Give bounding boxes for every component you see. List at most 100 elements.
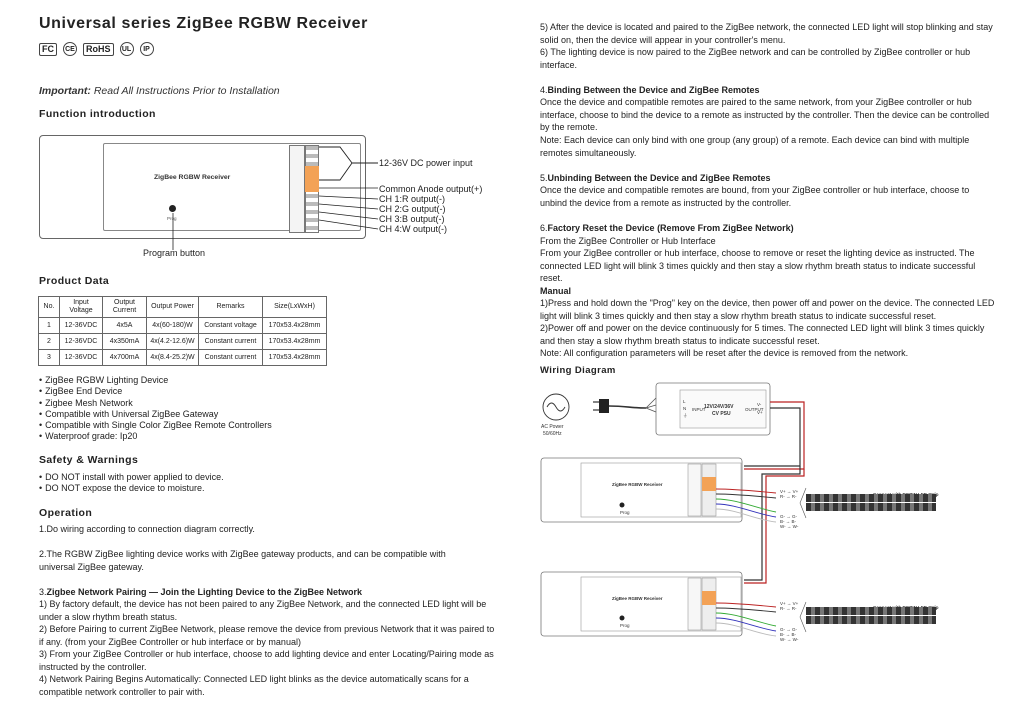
cell: 1	[38, 317, 60, 334]
psu-output-label: OUTPUT	[745, 407, 764, 412]
col-input-voltage: Input Voltage	[59, 296, 103, 318]
certification-logos: FC CE RoHS UL IP	[39, 42, 154, 56]
list-item: Zigbee Mesh Network	[39, 398, 272, 409]
list-item: Waterproof grade: Ip20	[39, 431, 272, 442]
cell: 12-36VDC	[59, 333, 103, 350]
important-note: Important: Read All Instructions Prior t…	[39, 85, 280, 97]
strip-1-pin-b: B- → B-	[780, 519, 797, 524]
psu-vplus: V+	[757, 410, 763, 415]
ip-logo: IP	[139, 42, 154, 56]
psu-type-label: CV PSU	[712, 411, 731, 417]
cell: 170x53.4x28mm	[262, 317, 327, 334]
led-strip-1-bottom	[806, 503, 936, 511]
ac-power-label: AC Power	[541, 424, 564, 430]
cell: 170x53.4x28mm	[262, 349, 327, 366]
rohs-logo: RoHS	[83, 42, 114, 56]
list-item: ZigBee RGBW Lighting Device	[39, 375, 272, 386]
receiver-2-prog: Prog	[620, 623, 630, 628]
manual-note: Note: All configuration parameters will …	[540, 348, 909, 358]
table-row: 1 12-36VDC 4x5A 4x(60-180)W Constant vol…	[38, 317, 327, 334]
operation-heading: Operation	[39, 507, 93, 519]
col-remarks: Remarks	[198, 296, 263, 318]
receiver-1-prog: Prog	[620, 510, 630, 515]
plug-icon	[599, 399, 609, 413]
strip-1-pin-w: W- → W-	[780, 524, 799, 529]
ac-freq-label: 50/60Hz	[543, 431, 562, 437]
safety-list: DO NOT install with power applied to dev…	[39, 472, 224, 495]
product-data-heading: Product Data	[39, 275, 110, 287]
program-button-label: Program button	[143, 248, 206, 258]
cell: 4x(4.2-12.6)W	[146, 333, 199, 350]
strip-1-pin-r: R- → R-	[780, 494, 797, 499]
wiring-heading: Wiring Diagram	[540, 365, 616, 376]
device-callouts	[172, 146, 379, 250]
ch3-leader	[318, 211, 379, 220]
step-5: 5) After the device is located and paire…	[540, 22, 993, 45]
list-item: Compatible with Universal ZigBee Gateway	[39, 409, 272, 420]
binding-heading: 4.Binding Between the Device and ZigBee …	[540, 85, 760, 95]
safety-heading: Safety & Warnings	[39, 454, 139, 466]
op-step-3-3: 3) From your ZigBee Controller or hub in…	[39, 649, 494, 672]
ch3-label: CH 3:B output(-)	[379, 214, 445, 224]
list-item: DO NOT expose the device to moisture.	[39, 483, 224, 494]
product-table: No. Input Voltage Output Current Output …	[38, 296, 327, 366]
psu-pin-ground: ⏚	[683, 413, 688, 418]
manual-1: 1)Press and hold down the "Prog" key on …	[540, 298, 995, 321]
ch4-leader	[318, 219, 379, 230]
col-output-power: Output Power	[146, 296, 199, 318]
cell: 12-36VDC	[59, 317, 103, 334]
psu-voltage-label: 12V/24V/36V	[704, 404, 734, 410]
terminal-block	[289, 145, 305, 233]
reset-sub: From the ZigBee Controller or Hub Interf…	[540, 236, 716, 246]
power-terminal-highlight	[305, 166, 319, 192]
manual-heading: Manual	[540, 286, 572, 296]
cell: 3	[38, 349, 60, 366]
cell: Constant voltage	[198, 317, 263, 334]
cell: 4x5A	[102, 317, 147, 334]
cell: 4x(8.4-25.2)W	[146, 349, 199, 366]
cell: Constant current	[198, 333, 263, 350]
col-no: No.	[38, 296, 60, 318]
device-name: ZigBee RGBW Receiver	[154, 174, 231, 181]
psu-pin-n: N	[683, 406, 687, 411]
list-item: DO NOT install with power applied to dev…	[39, 472, 223, 483]
binding-body: Once the device and compatible remotes a…	[540, 97, 990, 133]
reset-body: From your ZigBee controller or hub inter…	[540, 248, 976, 284]
led-strip-1-top	[806, 494, 936, 502]
strip-1-pin-g: G- → G-	[780, 514, 797, 519]
strip-2-pin-w: W- → W-	[780, 637, 799, 642]
psu-input-label: INPUT	[692, 407, 706, 412]
wiring-diagram	[540, 382, 807, 637]
cell: 4x350mA	[102, 333, 147, 350]
strip-2-pin-vplus: V+ → V+	[780, 601, 799, 606]
list-item: ZigBee End Device	[39, 386, 272, 397]
common-anode-label: Common Anode output(+)	[379, 184, 483, 194]
led-strip-2-bottom	[806, 616, 936, 624]
table-row: 2 12-36VDC 4x350mA 4x(4.2-12.6)W Constan…	[38, 333, 327, 350]
strip-1-pin-vplus: V+ → V+	[780, 489, 799, 494]
cell: 4x(60-180)W	[146, 317, 199, 334]
binding-note: Note: Each device can only bind with one…	[540, 135, 970, 158]
table-header-row: No. Input Voltage Output Current Output …	[38, 296, 327, 318]
strip-2-pin-b: B- → B-	[780, 632, 797, 637]
cell: 12-36VDC	[59, 349, 103, 366]
ch2-leader	[318, 203, 379, 210]
ch1-leader	[318, 195, 379, 200]
cell: Constant current	[198, 349, 263, 366]
op-step-3-4: 4) Network Pairing Begins Automatically:…	[39, 674, 469, 697]
op-step-2: 2.The RGBW ZigBee lighting device works …	[39, 549, 446, 572]
fcc-logo: FC	[39, 42, 57, 56]
receiver-1-label: ZigBee RGBW Receiver	[612, 482, 663, 487]
op-step-3-1: 1) By factory default, the device has no…	[39, 599, 487, 622]
psu-pin-l: L	[683, 399, 686, 404]
cell: 2	[38, 333, 60, 350]
psu-vminus: V-	[757, 402, 762, 407]
col-output-current: Output Current	[102, 296, 147, 318]
function-heading: Function introduction	[39, 108, 156, 120]
ce-logo: CE	[63, 42, 77, 56]
feature-list: ZigBee RGBW Lighting Device ZigBee End D…	[39, 375, 272, 443]
ul-logo: UL	[119, 42, 134, 56]
device-housing	[103, 143, 361, 231]
step-6: 6) The lighting device is now paired to …	[540, 47, 971, 70]
op-step-3-heading: 3.Zigbee Network Pairing — Join the Ligh…	[39, 587, 363, 597]
